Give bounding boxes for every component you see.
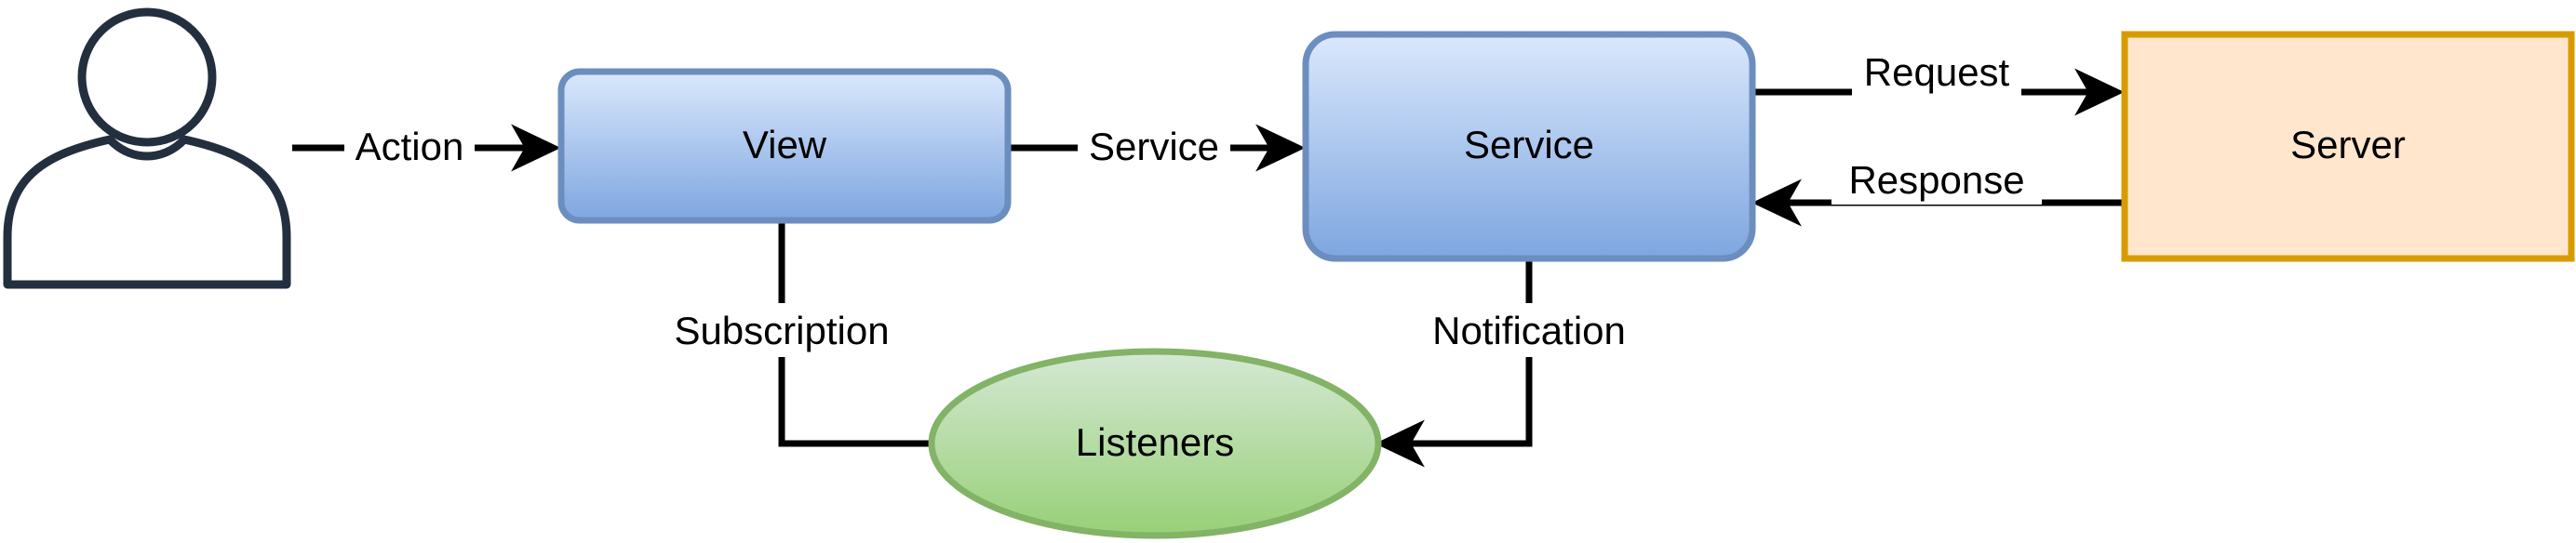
view-label: View (743, 123, 827, 166)
action-arrowhead (511, 124, 561, 172)
request-label: Request (1864, 50, 2010, 94)
server-node[interactable]: Server (2121, 31, 2575, 262)
notification-label: Notification (1432, 309, 1626, 352)
view-node[interactable]: View (557, 68, 1012, 224)
request-arrowhead (2074, 68, 2125, 116)
edge-labels: Action Service Request Response Subscrip… (344, 46, 2042, 357)
subscription-edge (778, 221, 931, 447)
subscription-label: Subscription (674, 309, 889, 352)
user-icon (3, 7, 291, 289)
listeners-node[interactable]: Listeners (928, 348, 1382, 539)
service-label: Service (1464, 123, 1594, 166)
service-node[interactable]: Service (1302, 31, 1756, 262)
listeners-label: Listeners (1076, 420, 1234, 464)
service-call-label: Service (1089, 125, 1219, 168)
response-label: Response (1848, 158, 2024, 202)
response-arrowhead (1751, 179, 1802, 227)
server-label: Server (2290, 123, 2406, 166)
notification-arrowhead (1375, 419, 1425, 468)
service-call-arrowhead (1255, 124, 1306, 172)
action-label: Action (356, 125, 464, 168)
